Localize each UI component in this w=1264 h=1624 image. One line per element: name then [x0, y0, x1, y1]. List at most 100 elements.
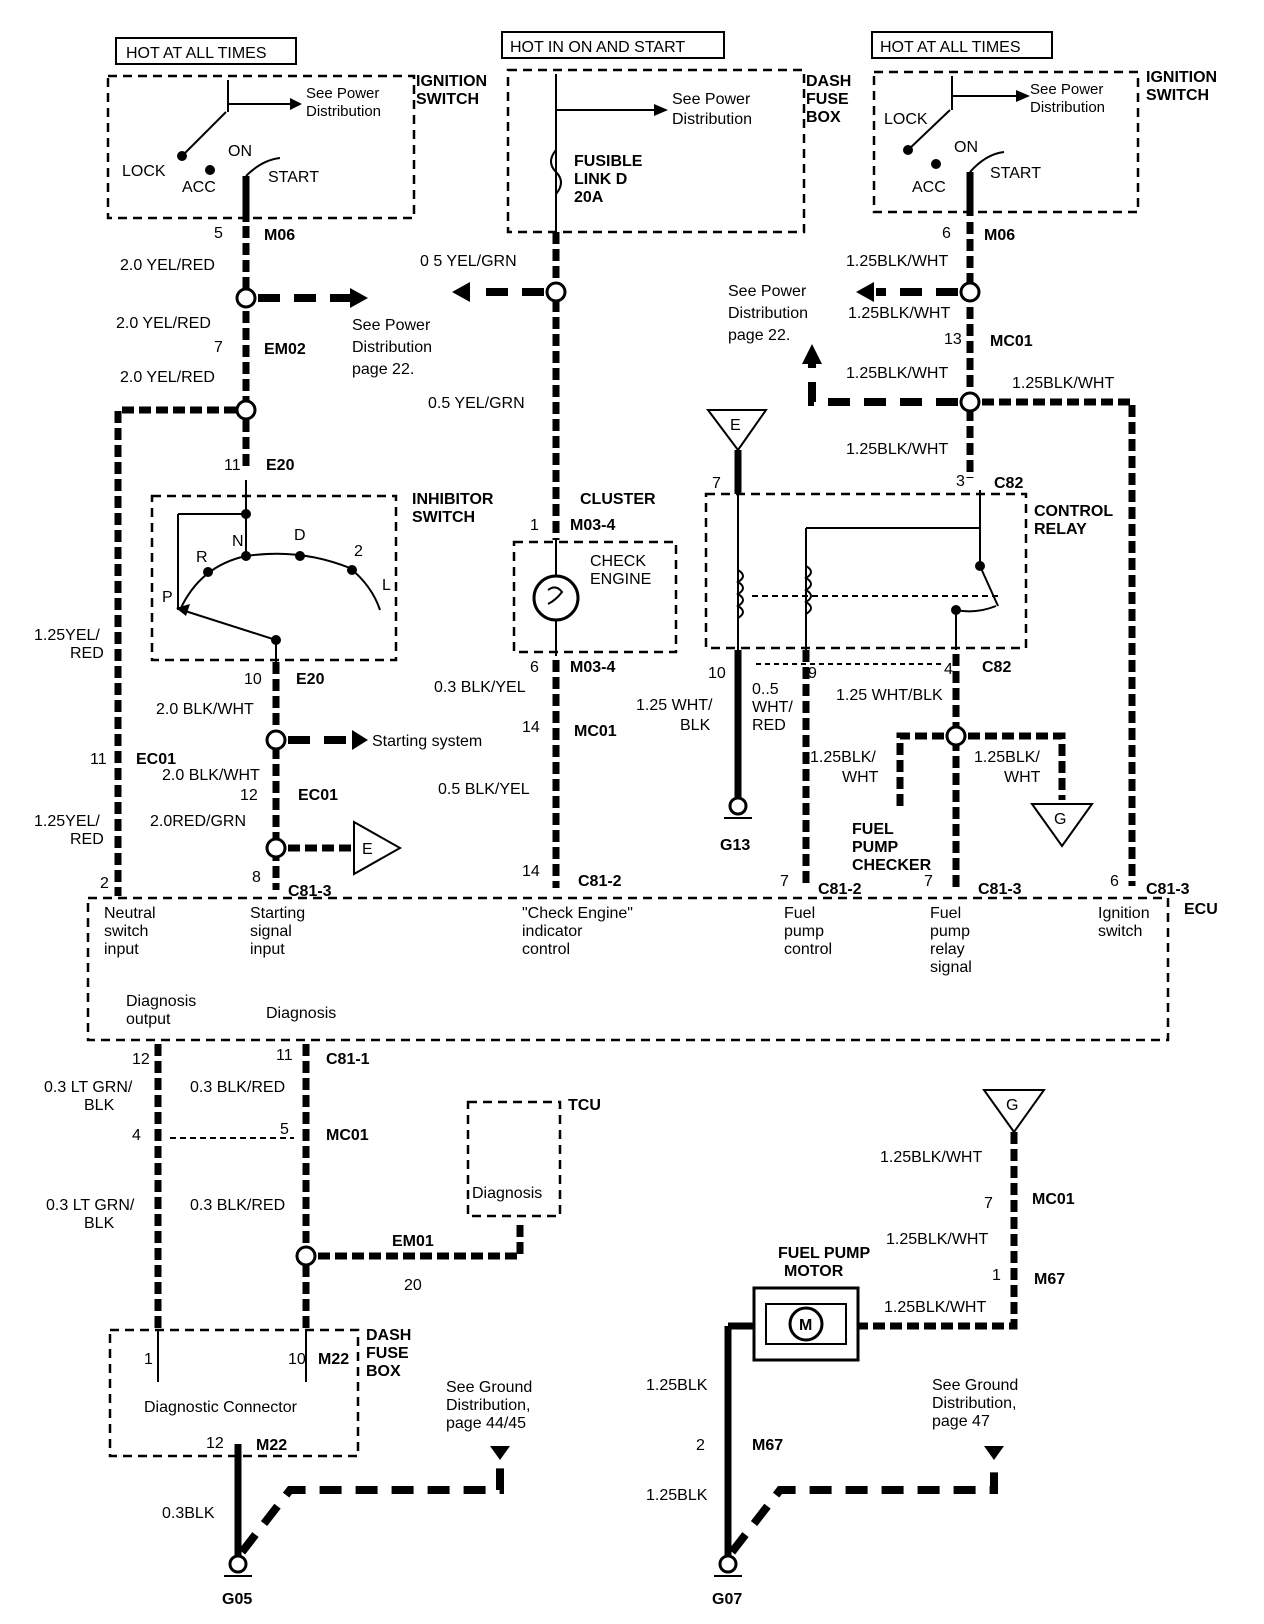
hot-header-left: HOT AT ALL TIMES [126, 45, 267, 62]
fuse-see-2: Distribution [672, 111, 752, 128]
w8-1: 1.25BLK/ [974, 749, 1040, 766]
lower-right-w2: 1.25BLK/WHT [886, 1231, 988, 1248]
g-triangle-upper-label: G [1054, 811, 1066, 828]
left-power-arrow [350, 288, 368, 308]
left-see-power-2: Distribution [352, 339, 432, 356]
ecu-neutral-1: Neutral [104, 905, 156, 922]
splice-center-1 [545, 281, 567, 303]
c81-3b-pin: 6 [1110, 873, 1119, 890]
fpm-1: FUEL PUMP [778, 1245, 870, 1262]
ignition-left-pin: 5 [214, 225, 223, 242]
e20-bot-pin: 10 [244, 671, 262, 688]
inhibitor-n: N [232, 533, 244, 550]
lower-pin11: 11 [276, 1047, 293, 1064]
ecu-fpr-3: relay [930, 941, 965, 958]
ignition-right-on: ON [954, 139, 978, 156]
lower-w4: 0.3 BLK/RED [190, 1197, 285, 1214]
motor-icon [788, 1306, 824, 1342]
wire-left-w1: 2.0 YEL/RED [120, 257, 215, 274]
ignition-left-name-1: IGNITION [416, 73, 487, 90]
ignition-left-name-2: SWITCH [416, 91, 479, 108]
g05-ground [228, 1554, 248, 1574]
ignition-right-see-1: See Power [1030, 81, 1103, 98]
w7-2: WHT [842, 769, 879, 786]
g-triangle-lower-label: G [1006, 1097, 1018, 1114]
check-engine-1: CHECK [590, 553, 646, 570]
inhibitor-l: L [382, 577, 391, 594]
dash-fuse-bot-2: FUSE [366, 1345, 409, 1362]
wire-right-w5: 1.25BLK/WHT [846, 441, 948, 458]
lower-right-w4: 1.25BLK [646, 1377, 708, 1394]
wht-blk-1: 1.25 WHT/ [636, 697, 713, 714]
ec01-a-label: EC01 [298, 787, 338, 804]
wire-right-w3: 1.25BLK/WHT [846, 365, 948, 382]
splice-right-3 [945, 725, 967, 747]
em02-pin: 7 [214, 339, 223, 356]
lower-w3-1: 0.3 LT GRN/ [46, 1197, 135, 1214]
wire-left-yel-red-loop [114, 406, 236, 896]
yel-red-lower-1: 1.25YEL/ [34, 813, 100, 830]
mc01-right-label: MC01 [990, 333, 1033, 350]
ecu-fpr-1: Fuel [930, 905, 961, 922]
w8-2: WHT [1004, 769, 1041, 786]
yel-red-upper-1: 1.25YEL/ [34, 627, 100, 644]
inhibitor-d: D [294, 527, 306, 544]
starting-arrow [352, 730, 368, 750]
ignition-left-lock: LOCK [122, 163, 166, 180]
ignition-right-lock: LOCK [884, 111, 928, 128]
ignition-right-acc: ACC [912, 179, 946, 196]
lower-w1-1: 0.3 LT GRN/ [44, 1079, 133, 1096]
e-arrow-left-label: E [362, 841, 373, 858]
see-ground-right-3: page 47 [932, 1413, 990, 1430]
fpm-2: MOTOR [784, 1263, 844, 1280]
ignition-right-conn: M06 [984, 227, 1015, 244]
ecu-label: ECU [1184, 901, 1218, 918]
wire-right-w4: 1.25BLK/WHT [1012, 375, 1114, 392]
inhibitor-switch-symbol [176, 480, 381, 662]
ignition-right-name-2: SWITCH [1146, 87, 1209, 104]
ec01-b-pin: 11 [90, 751, 107, 768]
fusible-link-symbol [550, 149, 562, 195]
wht-red-1: 0..5 [752, 681, 779, 698]
g13-label: G13 [720, 837, 750, 854]
c81-2-center-pin: 14 [522, 863, 540, 880]
ignition-left-on: ON [228, 143, 252, 160]
splice-right-1 [959, 281, 981, 303]
wire-left-w4: 2.0 BLK/WHT [156, 701, 254, 718]
c81-2-right-pin: 7 [780, 873, 789, 890]
ecu-fpr-2: pump [930, 923, 970, 940]
lower-pin10: 10 [288, 1351, 306, 1368]
g05-label: G05 [222, 1591, 252, 1608]
c82-top-label: C82 [994, 475, 1023, 492]
ignition-left-acc: ACC [182, 179, 216, 196]
c81-3-left-label: C81-3 [288, 883, 332, 900]
lr-m67-top-pin: 1 [992, 1267, 1001, 1284]
ecu-ign-1: Ignition [1098, 905, 1150, 922]
wire-fuel-pump-checker [896, 732, 944, 810]
check-engine-2: ENGINE [590, 571, 651, 588]
right-see-arrow [802, 344, 822, 364]
ignition-switch-right-box [872, 70, 1140, 214]
control-relay-2: RELAY [1034, 521, 1087, 538]
fuse-name-3: 20A [574, 189, 604, 206]
e-triangle-relay-label: E [730, 417, 741, 434]
w7-1: 1.25BLK/ [810, 749, 876, 766]
ignition-right-pin: 6 [942, 225, 951, 242]
ecu-fpc-2: pump [784, 923, 824, 940]
ecu-fpc-1: Fuel [784, 905, 815, 922]
c82-bot-pin: 4 [944, 661, 953, 678]
lower-right-w1: 1.25BLK/WHT [880, 1149, 982, 1166]
inhibitor-name-1: INHIBITOR [412, 491, 494, 508]
lower-right-w5: 1.25BLK [646, 1487, 708, 1504]
mc01-center-pin: 14 [522, 719, 540, 736]
see-ground-left-1: See Ground [446, 1379, 532, 1396]
em02-label: EM02 [264, 341, 306, 358]
em01-pin: 20 [404, 1277, 422, 1294]
wht-blk-2: BLK [680, 717, 711, 734]
wire-center-w3: 0.3 BLK/YEL [434, 679, 526, 696]
tcu-box [466, 1100, 562, 1218]
fuse-name-1: FUSIBLE [574, 153, 643, 170]
wht-red-3: RED [752, 717, 786, 734]
ignition-right-start: START [990, 165, 1041, 182]
c81-2-center-label: C81-2 [578, 873, 622, 890]
